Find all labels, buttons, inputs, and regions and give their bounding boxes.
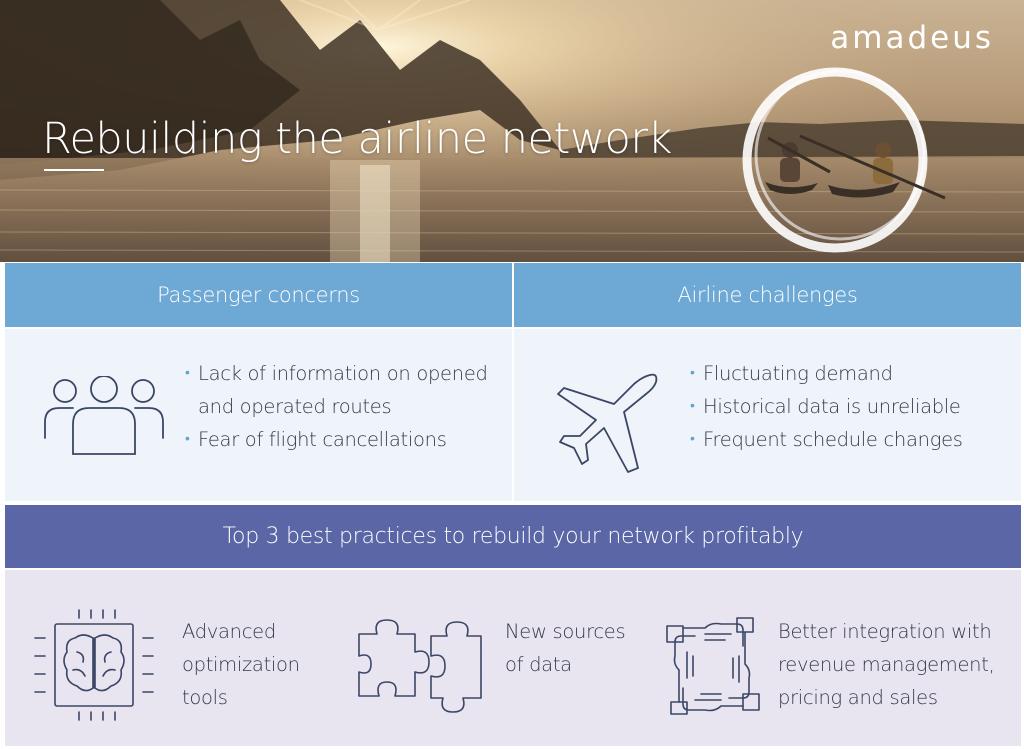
- airplane-icon: [557, 373, 658, 473]
- brain-chip-icon: [34, 609, 154, 721]
- list-item: Fluctuating demand: [690, 357, 963, 390]
- best-practices-header: Top 3 best practices to rebuild your net…: [5, 505, 1021, 568]
- list-item: Lack of information on opened and operat…: [185, 357, 488, 423]
- puzzle-pieces-icon: [358, 619, 482, 713]
- lake-sunset-photo: [0, 0, 1024, 262]
- list-item: Frequent schedule changes: [690, 423, 963, 456]
- passenger-concerns-list: Lack of information on opened and operat…: [185, 357, 488, 456]
- people-group-icon: [44, 376, 164, 455]
- page-title: Rebuilding the airline network: [42, 114, 672, 164]
- passenger-concerns-panel: Lack of information on opened and operat…: [5, 329, 512, 501]
- title-underline: [44, 169, 104, 171]
- airline-challenges-panel: Fluctuating demand Historical data is un…: [514, 329, 1021, 501]
- list-item: Historical data is unreliable: [690, 390, 963, 423]
- practice-optimization-tools: Advanced optimization tools: [182, 620, 300, 709]
- hero-banner: amadeus Rebuilding the airline network: [0, 0, 1024, 262]
- passenger-concerns-header: Passenger concerns: [5, 263, 512, 327]
- airline-challenges-list: Fluctuating demand Historical data is un…: [690, 357, 963, 456]
- list-item: Fear of flight cancellations: [185, 423, 488, 456]
- airline-challenges-header: Airline challenges: [514, 263, 1021, 327]
- practice-better-integration: Better integration with revenue manageme…: [778, 620, 995, 709]
- practice-new-data-sources: New sources of data: [505, 620, 626, 676]
- hands-linked-icon: [666, 617, 760, 715]
- amadeus-logo: amadeus: [830, 20, 994, 56]
- best-practices-panel: Advanced optimization tools New sources …: [5, 570, 1021, 746]
